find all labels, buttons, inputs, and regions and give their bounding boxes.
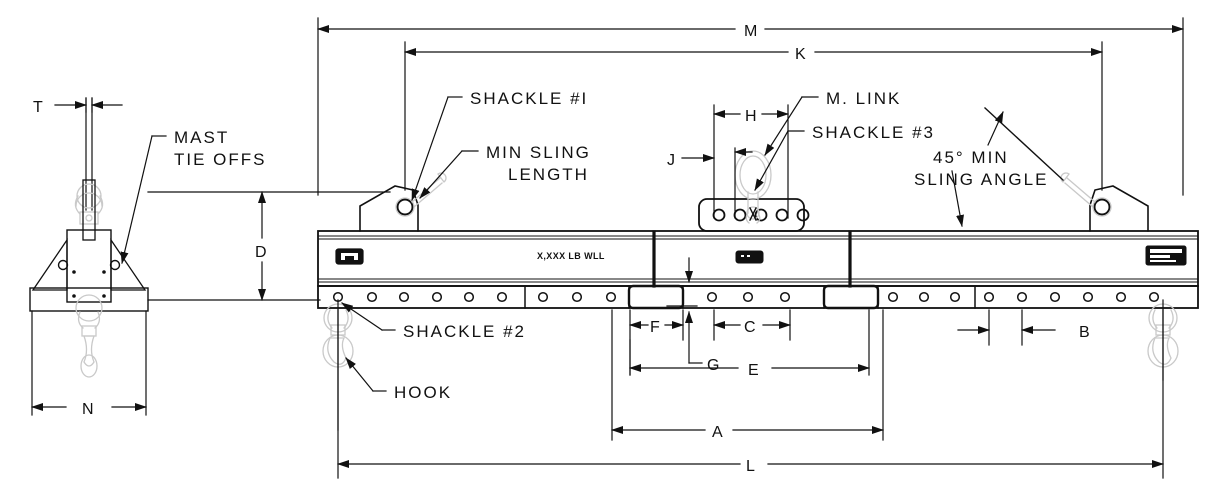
label-shackle-1: SHACKLE #I [470, 89, 588, 108]
label-mast-tie-offs-line1: MAST [174, 128, 229, 147]
label-min-sling-length-line1: MIN SLING [486, 143, 591, 162]
label-hook: HOOK [394, 383, 452, 402]
dimension-J [681, 147, 753, 219]
right-lifting-lug [1089, 185, 1149, 232]
dimension-label-H: H [745, 108, 757, 125]
dimension-label-M: M [744, 23, 758, 40]
nameplate-left [335, 248, 364, 265]
label-sling-angle-line2: SLING ANGLE [914, 170, 1048, 189]
dimension-label-F: F [650, 319, 660, 336]
dimension-E [629, 309, 870, 376]
spreader-beam-elevation [317, 107, 1199, 431]
flange-holes-segment-2 [537, 291, 617, 303]
ghost-shackle-left-lug [395, 172, 447, 217]
dimension-M [317, 17, 1184, 196]
dimension-C [713, 309, 791, 341]
ghost-shackle-top [74, 183, 104, 225]
flange-holes-segment-4 [887, 291, 961, 303]
nameplate-center [735, 250, 764, 264]
left-lifting-lug [359, 185, 419, 232]
leader-shackle-3 [754, 130, 805, 191]
leader-m-link [764, 96, 819, 156]
dimension-label-J: J [667, 152, 676, 169]
flange-holes-segment-5 [983, 291, 1160, 303]
label-shackle-2: SHACKLE #2 [403, 322, 526, 341]
ghost-shackle-hook-beam-left [322, 303, 354, 368]
label-shackle-3: SHACKLE #3 [812, 123, 935, 142]
label-sling-angle-line1: 45° MIN [933, 148, 1009, 167]
flange-holes-segment-3 [706, 291, 791, 303]
leader-shackle-2 [341, 302, 396, 331]
dimension-K [404, 41, 1103, 191]
dimension-label-D: D [255, 244, 267, 261]
flange-holes-segment-1 [332, 291, 508, 303]
leader-mast-tie-offs [120, 135, 167, 264]
leader-hook [345, 357, 387, 392]
ghost-shackle-right-lug [1060, 172, 1112, 217]
dimension-A [611, 309, 884, 441]
dimension-label-C: C [744, 319, 756, 336]
dimension-label-A: A [712, 424, 723, 441]
drawing-text-labels: MAST TIE OFFS SHACKLE #I MIN SLING LENGT… [33, 23, 1090, 475]
dimension-label-N: N [82, 401, 94, 418]
label-m-link: M. LINK [826, 89, 901, 108]
label-min-sling-length-line2: LENGTH [508, 165, 589, 184]
dimension-label-G: G [707, 357, 720, 374]
leader-min-sling-length [419, 150, 479, 199]
dimension-label-T: T [33, 99, 43, 116]
label-beam-marking: X,XXX LB WLL [537, 251, 605, 261]
left-end-view [29, 97, 391, 416]
dimension-T [54, 97, 123, 113]
dimension-label-B: B [1079, 324, 1090, 341]
dimension-G [666, 257, 703, 364]
dimension-L [337, 309, 1164, 479]
label-mast-tie-offs-line2: TIE OFFS [174, 150, 267, 169]
dimension-label-K: K [795, 46, 806, 63]
leader-sling-angle-lower [951, 170, 964, 227]
dimension-label-E: E [748, 362, 759, 379]
dimension-D [147, 191, 391, 301]
dimension-label-L: L [746, 458, 755, 475]
leader-shackle-1 [411, 96, 463, 201]
dimension-N [31, 310, 147, 416]
nameplate-right [1145, 245, 1187, 266]
ghost-shackle-hook-bottom [75, 294, 103, 378]
leader-sling-angle-upper [987, 111, 1004, 146]
dimension-B [957, 309, 1056, 346]
